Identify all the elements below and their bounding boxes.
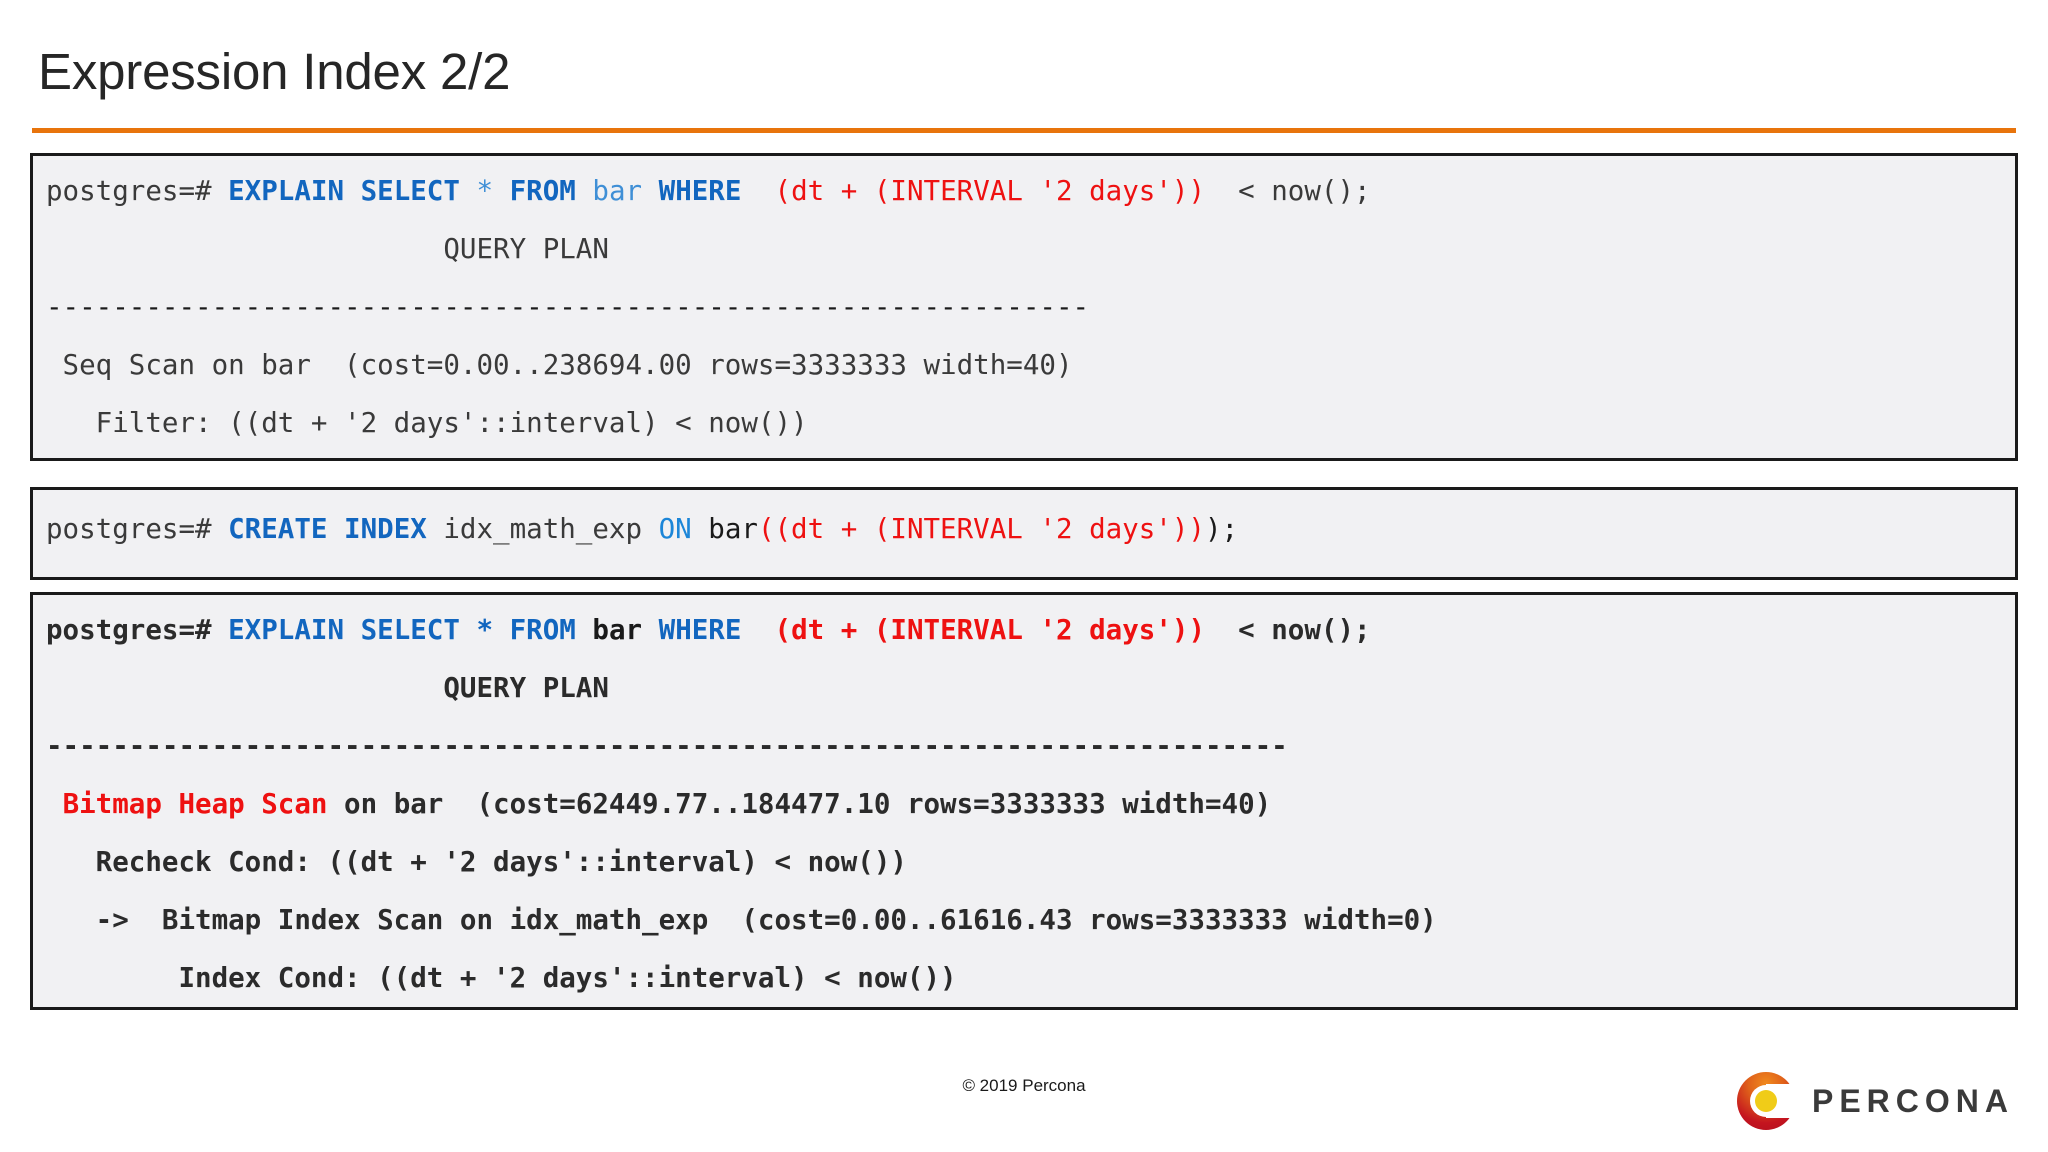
code-token: Recheck Cond: ((dt + '2 days'::interval)… — [46, 846, 907, 878]
code-token: QUERY PLAN — [46, 233, 609, 265]
code-token: < now(); — [1221, 614, 1371, 646]
code-token: < now(); — [1221, 175, 1371, 207]
code-block-create-index: postgres=# CREATE INDEX idx_math_exp ON … — [30, 487, 2018, 580]
code-token: ); — [1204, 513, 1239, 545]
code-token: (dt + (INTERVAL '2 days')) — [757, 614, 1222, 646]
code-line: Index Cond: ((dt + '2 days'::interval) <… — [46, 949, 2015, 1007]
code-token: ON — [658, 513, 709, 545]
code-line: Seq Scan on bar (cost=0.00..238694.00 ro… — [46, 336, 2015, 394]
code-token: * — [476, 614, 510, 646]
code-token: ----------------------------------------… — [46, 291, 1090, 323]
code-line: Bitmap Heap Scan on bar (cost=62449.77..… — [46, 775, 2015, 833]
code-token: bar — [592, 614, 659, 646]
code-content: postgres=# EXPLAIN SELECT * FROM bar WHE… — [33, 156, 2015, 452]
code-line: QUERY PLAN — [46, 220, 2015, 278]
logo-dot — [1754, 1090, 1777, 1112]
code-content: postgres=# CREATE INDEX idx_math_exp ON … — [33, 490, 2015, 558]
code-token: ----------------------------------------… — [46, 730, 1288, 762]
code-token: FROM — [509, 175, 593, 207]
code-content: postgres=# EXPLAIN SELECT * FROM bar WHE… — [33, 595, 2015, 1007]
code-token: Seq Scan on bar (cost=0.00..238694.00 ro… — [46, 349, 1073, 381]
code-line: Recheck Cond: ((dt + '2 days'::interval)… — [46, 833, 2015, 891]
percona-logo-text: PERCONA — [1811, 1082, 2014, 1119]
footer-copyright: © 2019 Percona — [962, 1076, 1086, 1095]
code-token: Index Cond: ((dt + '2 days'::interval) <… — [46, 962, 957, 994]
code-token: ((dt + (INTERVAL '2 days')) — [757, 513, 1205, 545]
code-token: EXPLAIN SELECT — [228, 175, 477, 207]
code-line: postgres=# CREATE INDEX idx_math_exp ON … — [46, 500, 2015, 558]
code-line: ----------------------------------------… — [46, 278, 2015, 336]
code-line: postgres=# EXPLAIN SELECT * FROM bar WHE… — [46, 601, 2015, 659]
code-token: bar — [592, 175, 659, 207]
code-token: EXPLAIN SELECT — [228, 614, 477, 646]
code-token: Bitmap Heap Scan — [62, 788, 328, 820]
code-token: * — [476, 175, 510, 207]
code-token: QUERY PLAN — [46, 672, 609, 704]
title-underline-rule — [32, 128, 2016, 133]
code-block-explain-seqscan: postgres=# EXPLAIN SELECT * FROM bar WHE… — [30, 153, 2018, 461]
code-token: (dt + (INTERVAL '2 days')) — [757, 175, 1222, 207]
code-line: ----------------------------------------… — [46, 717, 2015, 775]
code-token: idx_math_exp — [443, 513, 659, 545]
code-token: FROM — [509, 614, 593, 646]
code-block-explain-bitmap: postgres=# EXPLAIN SELECT * FROM bar WHE… — [30, 592, 2018, 1010]
code-line: -> Bitmap Index Scan on idx_math_exp (co… — [46, 891, 2015, 949]
code-token: CREATE INDEX — [228, 513, 444, 545]
code-token: postgres=# — [46, 513, 229, 545]
code-line: QUERY PLAN — [46, 659, 2015, 717]
code-token: bar — [708, 513, 758, 545]
code-line: Filter: ((dt + '2 days'::interval) < now… — [46, 394, 2015, 452]
code-token: postgres=# — [46, 614, 229, 646]
code-token: -> Bitmap Index Scan on idx_math_exp (co… — [46, 904, 1437, 936]
percona-logo-icon — [1736, 1072, 1795, 1130]
code-token: Filter: ((dt + '2 days'::interval) < now… — [46, 407, 808, 439]
code-line: postgres=# EXPLAIN SELECT * FROM bar WHE… — [46, 162, 2015, 220]
page-title: Expression Index 2/2 — [38, 43, 511, 100]
code-token: postgres=# — [46, 175, 229, 207]
code-token: on bar (cost=62449.77..184477.10 rows=33… — [327, 788, 1272, 820]
percona-logo: PERCONA — [1736, 1070, 2014, 1132]
code-token — [46, 788, 63, 820]
code-token: WHERE — [658, 614, 758, 646]
code-token: WHERE — [658, 175, 758, 207]
